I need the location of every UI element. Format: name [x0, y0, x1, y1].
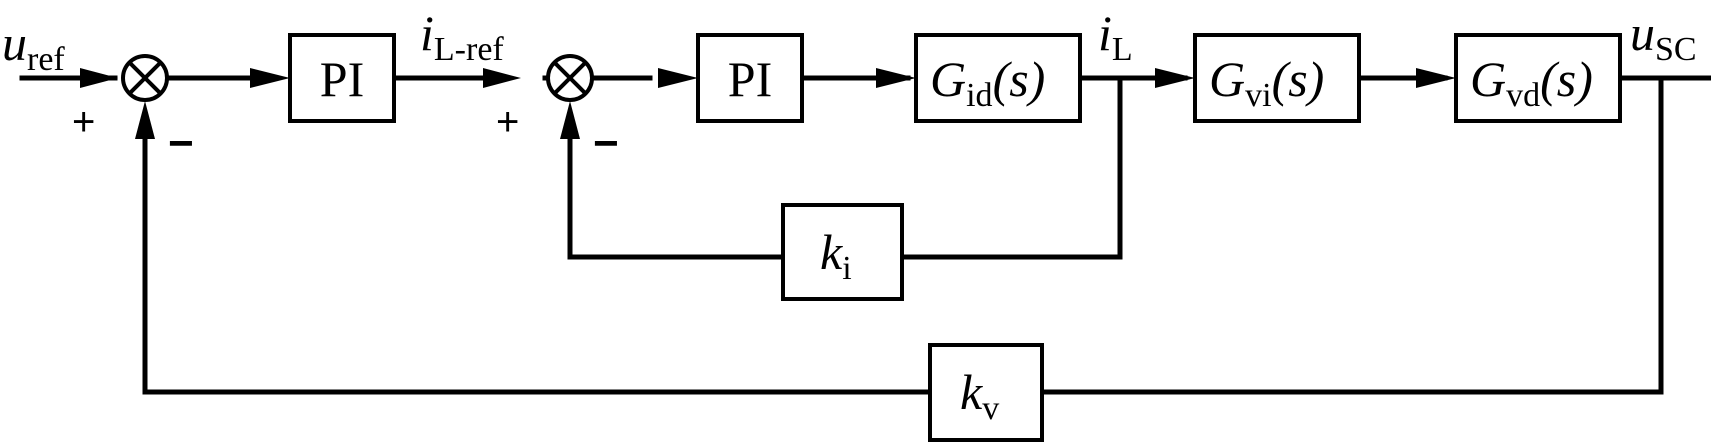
block-k-i-label: ki — [820, 224, 852, 287]
arrowhead-sum2-feedback — [560, 101, 580, 139]
sum1-minus-sign: − — [168, 119, 194, 168]
block-pi-outer: PI — [288, 33, 396, 123]
arrowhead-pi1-in — [250, 68, 290, 88]
block-pi-inner-label: PI — [728, 51, 772, 107]
sum1-plus-sign: + — [72, 100, 95, 144]
arrowhead-gvi-in — [1155, 68, 1195, 88]
arrowhead-sum1-feedback — [135, 101, 155, 139]
wire-voltage-feedback-return — [142, 127, 933, 395]
arrowhead-sum2-in — [483, 68, 521, 88]
summing-junction-inner — [546, 54, 594, 102]
block-g-vd: Gvd(s) — [1454, 33, 1622, 123]
block-g-vd-label: Gvd(s) — [1470, 51, 1593, 114]
signal-label-u-ref: uref — [2, 15, 65, 78]
sum2-plus-sign: + — [496, 100, 519, 144]
signal-wires — [19, 75, 1711, 395]
summing-junction-outer — [121, 54, 169, 102]
block-k-v-label: kv — [960, 364, 999, 427]
block-pi-inner: PI — [696, 33, 804, 123]
arrowhead-uref — [80, 68, 118, 88]
signal-label-i-l: iL — [1098, 5, 1133, 68]
arrowhead-gvd-in — [1416, 68, 1456, 88]
block-g-vi: Gvi(s) — [1193, 33, 1361, 123]
signal-label-i-l-ref: iL-ref — [420, 5, 504, 68]
signal-label-u-sc: uSC — [1630, 5, 1697, 68]
wire-voltage-feedback — [1039, 75, 1664, 395]
block-pi-outer-label: PI — [320, 51, 364, 107]
wire-current-feedback — [899, 75, 1123, 260]
block-g-vi-label: Gvi(s) — [1209, 51, 1324, 114]
arrowhead-pi2-in — [658, 68, 698, 88]
wire-current-feedback-return — [567, 127, 786, 260]
arrowhead-gid-in — [876, 68, 916, 88]
block-k-i: ki — [781, 203, 904, 301]
block-g-id: Gid(s) — [914, 33, 1082, 123]
arrowheads — [80, 68, 1456, 139]
sum2-minus-sign: − — [593, 119, 619, 168]
block-g-id-label: Gid(s) — [930, 51, 1045, 114]
block-k-v: kv — [928, 343, 1044, 442]
